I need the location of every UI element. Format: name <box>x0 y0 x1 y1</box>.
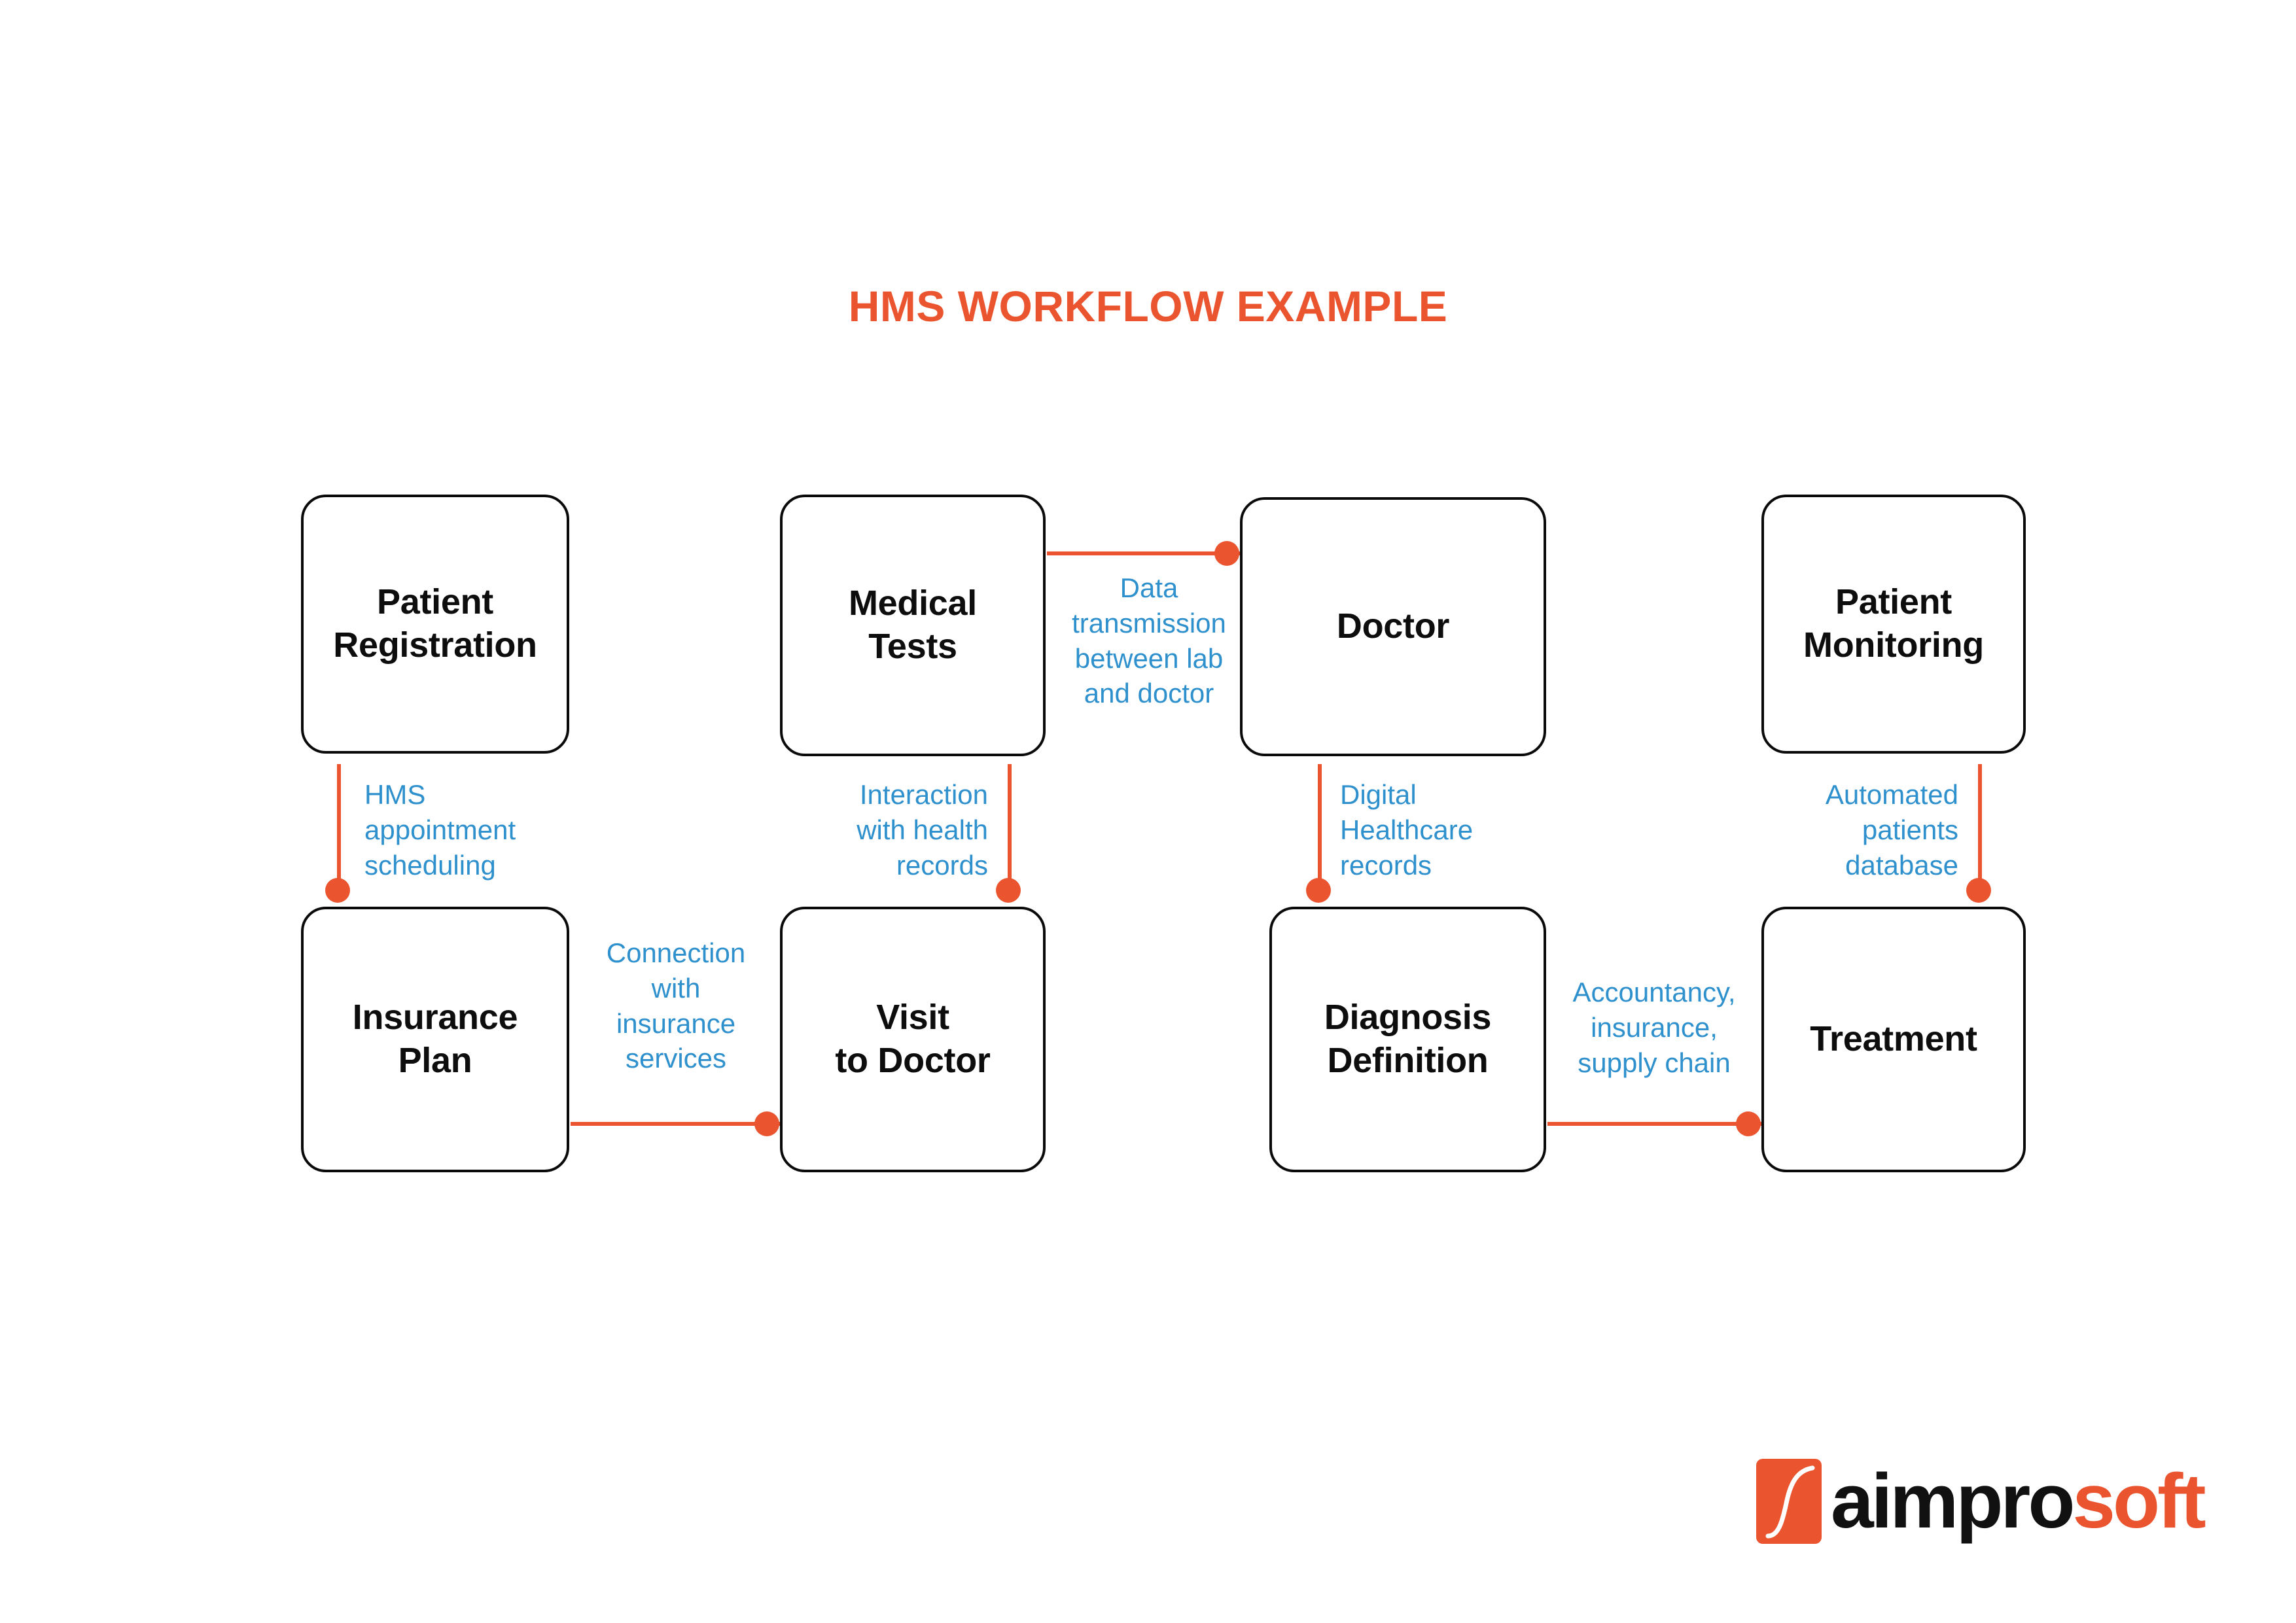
connector-hms-appointment-scheduling <box>337 764 341 892</box>
connector-endpoint-dot <box>996 878 1021 903</box>
node-visit-to-doctor[interactable]: Visit to Doctor <box>780 907 1046 1172</box>
node-label: Treatment <box>1810 1019 1977 1059</box>
connector-endpoint-dot <box>1966 878 1991 903</box>
node-label: Medical Tests <box>849 584 977 666</box>
node-label: Patient Monitoring <box>1803 582 1984 665</box>
connector-digital-healthcare-records <box>1318 764 1322 892</box>
page-title: HMS WORKFLOW EXAMPLE <box>848 282 1448 330</box>
node-medical-tests[interactable]: Medical Tests <box>780 495 1046 756</box>
node-label: Visit to Doctor <box>835 998 991 1080</box>
node-label: Diagnosis Definition <box>1324 998 1492 1080</box>
connector-accountancy-insurance <box>1547 1122 1761 1126</box>
node-insurance-plan[interactable]: Insurance Plan <box>301 907 569 1172</box>
connector-endpoint-dot <box>325 878 350 903</box>
edge-label-connection-insurance: Connection with insurance services <box>606 937 746 1074</box>
connector-automated-patients-database <box>1978 764 1982 892</box>
connector-endpoint-dot <box>1736 1111 1761 1136</box>
node-diagnosis-definition[interactable]: Diagnosis Definition <box>1269 907 1546 1172</box>
node-treatment[interactable]: Treatment <box>1761 907 2026 1172</box>
node-label: Insurance Plan <box>352 998 518 1080</box>
connector-interaction-health-records <box>1008 764 1012 892</box>
node-label: Patient Registration <box>333 582 537 665</box>
edge-label-digital-healthcare-records: Digital Healthcare records <box>1340 779 1474 881</box>
edge-label-accountancy-insurance: Accountancy, insurance, supply chain <box>1572 977 1736 1078</box>
s-curve-icon <box>1756 1459 1822 1544</box>
edge-label-automated-patients-database: Automated patients database <box>1825 779 1958 881</box>
node-label: Doctor <box>1336 606 1450 646</box>
connector-connection-insurance <box>571 1122 780 1126</box>
node-doctor[interactable]: Doctor <box>1240 497 1546 756</box>
edge-label-hms-appointment-scheduling: HMS appointment scheduling <box>364 779 516 881</box>
connector-endpoint-dot <box>1214 541 1239 566</box>
edge-label-interaction-health-records: Interaction with health records <box>857 779 988 881</box>
connector-data-transmission <box>1047 551 1240 555</box>
aimprosoft-logo[interactable]: aimprosoft <box>1756 1459 2206 1544</box>
node-patient-monitoring[interactable]: Patient Monitoring <box>1761 495 2026 754</box>
node-patient-registration[interactable]: Patient Registration <box>301 495 569 754</box>
logo-word-dark: aimpro <box>1831 1458 2075 1544</box>
logo-word-accent: soft <box>2072 1458 2206 1544</box>
connector-endpoint-dot <box>1306 878 1331 903</box>
connector-endpoint-dot <box>754 1111 779 1136</box>
edge-label-data-transmission: Data transmission between lab and doctor <box>1072 572 1226 709</box>
logo-wordmark: aimprosoft <box>1831 1463 2206 1540</box>
